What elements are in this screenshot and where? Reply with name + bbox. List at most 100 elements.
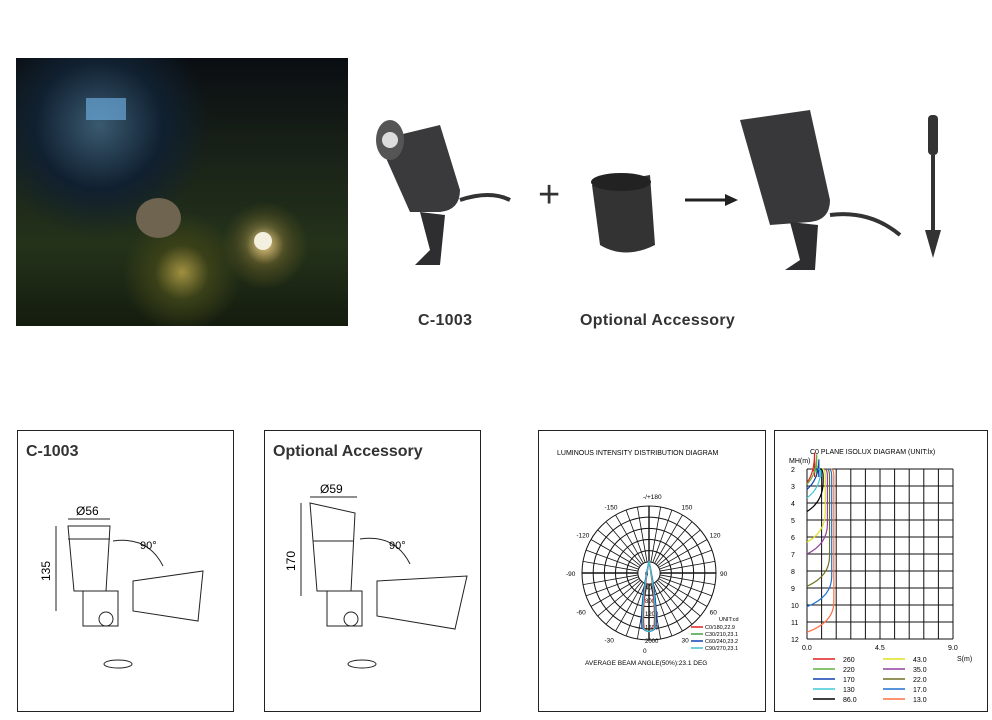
isolux-curve [806, 468, 835, 633]
intensity-ring-label: 1200 [645, 612, 659, 618]
dimension-panel-c1003: C-1003 Ø56 135 90° [17, 430, 234, 712]
polar-spoke [597, 529, 641, 567]
legend-label: 13.0 [913, 697, 927, 704]
isolux-curve [806, 459, 820, 490]
y-tick-label: 4 [791, 501, 795, 508]
polar-spoke [652, 509, 673, 563]
polar-spoke [654, 514, 683, 564]
x-tick-label: 9.0 [948, 645, 958, 652]
plus-sign: + [538, 174, 560, 216]
isolux-panel: C0 PLANE ISOLUX DIAGRAM (UNIT:lx) MH(m) … [774, 430, 988, 712]
spotlight-with-accessory-image [740, 110, 902, 270]
x-tick-label: 0.0 [802, 645, 812, 652]
arrow-icon [685, 194, 738, 206]
angle-tick-label: 90 [720, 571, 728, 578]
diameter-label: Ø59 [320, 482, 343, 496]
intensity-ring-label: 2000 [645, 639, 659, 645]
polar-spoke [615, 514, 644, 564]
diameter-label: Ø56 [76, 504, 99, 518]
isolux-diagram: C0 PLANE ISOLUX DIAGRAM (UNIT:lx) MH(m) … [789, 449, 972, 704]
isolux-curve [806, 467, 822, 499]
polar-spoke [605, 581, 643, 625]
polar-spoke [605, 521, 643, 565]
isolux-curve [806, 452, 816, 483]
y-tick-label: 6 [791, 535, 795, 542]
isolux-curve [806, 454, 818, 485]
globe-light [254, 232, 272, 250]
polar-spoke [658, 578, 708, 607]
isolux-curve [806, 468, 826, 543]
dimension-drawing: Ø59 170 90° [284, 482, 468, 669]
polar-spoke [655, 521, 693, 565]
dimension-drawing: Ø56 135 90° [39, 504, 204, 669]
lit-window [86, 98, 126, 120]
polar-spoke [657, 529, 701, 567]
angle-tick-label: -/+180 [643, 494, 662, 501]
unit-label: UNIT:cd [719, 617, 739, 623]
polar-spoke [659, 574, 716, 586]
angle-tick-label: 150 [682, 504, 693, 511]
y-tick-label: 8 [791, 569, 795, 576]
angle-tick-label: -150 [605, 504, 618, 511]
panel-title: C-1003 [26, 443, 79, 460]
polar-ring [637, 561, 661, 585]
intensity-ring-label: 800 [645, 599, 656, 605]
isolux-curve [806, 468, 833, 608]
polar-diagram: LUMINOUS INTENSITY DISTRIBUTION DIAGRAM … [557, 450, 739, 667]
polar-spoke [655, 581, 693, 625]
ground-stake-image [925, 115, 941, 258]
legend-label: 220 [843, 667, 855, 674]
y-tick-label: 2 [791, 467, 795, 474]
angle-label: 90° [389, 540, 406, 552]
rotate-icon [103, 659, 133, 669]
y-axis-label: MH(m) [789, 458, 810, 465]
y-tick-label: 11 [791, 620, 798, 627]
legend-label: 43.0 [913, 657, 927, 664]
legend-label: 170 [843, 677, 855, 684]
legend-label: C60/240,23.2 [705, 639, 738, 645]
legend-label: 86.0 [843, 697, 857, 704]
panel-title: Optional Accessory [273, 443, 423, 460]
legend-label: C90/270,23.1 [705, 646, 738, 652]
spotlight-c1003-image [376, 120, 511, 265]
legend-label: 17.0 [913, 687, 927, 694]
polar-spoke [590, 539, 640, 568]
intensity-curve [642, 560, 656, 633]
product-label-c1003: C-1003 [418, 312, 473, 329]
angle-tick-label: -60 [576, 610, 586, 617]
product-label-accessory: Optional Accessory [580, 312, 736, 329]
angle-tick-label: 0 [643, 648, 647, 655]
polar-spoke [615, 582, 644, 632]
height-label: 170 [284, 551, 298, 571]
angle-tick-label: 60 [710, 610, 718, 617]
polar-spoke [659, 560, 716, 572]
height-label: 135 [39, 561, 53, 581]
isolux-curve [806, 468, 829, 555]
legend-label: 22.0 [913, 677, 927, 684]
polar-title: LUMINOUS INTENSITY DISTRIBUTION DIAGRAM [557, 450, 718, 457]
y-tick-label: 5 [791, 518, 795, 525]
garden-night-photo [16, 58, 348, 326]
intensity-ring-label: 400 [645, 585, 656, 591]
legend-label: C30/210,23.1 [705, 632, 738, 638]
garden-urn [136, 198, 181, 238]
dimension-panel-accessory: Optional Accessory Ø59 170 90° [264, 430, 481, 712]
angle-tick-label: 120 [710, 533, 721, 540]
polar-spoke [585, 549, 639, 570]
polar-spoke [659, 549, 713, 570]
angle-tick-label: -30 [605, 638, 615, 645]
polar-spoke [625, 509, 646, 563]
polar-spoke [582, 574, 639, 586]
polar-spoke [590, 578, 640, 607]
legend-label: 35.0 [913, 667, 927, 674]
angle-tick-label: -120 [576, 533, 589, 540]
polar-spoke [658, 539, 708, 568]
polar-spoke [657, 579, 701, 617]
polar-spoke [625, 583, 646, 637]
x-axis-label: S(m) [957, 656, 972, 663]
polar-spoke [659, 576, 713, 597]
intensity-ring-label: 1600 [645, 626, 659, 632]
rotate-icon [347, 659, 377, 669]
y-tick-label: 9 [791, 586, 795, 593]
product-renders: + [376, 110, 941, 270]
